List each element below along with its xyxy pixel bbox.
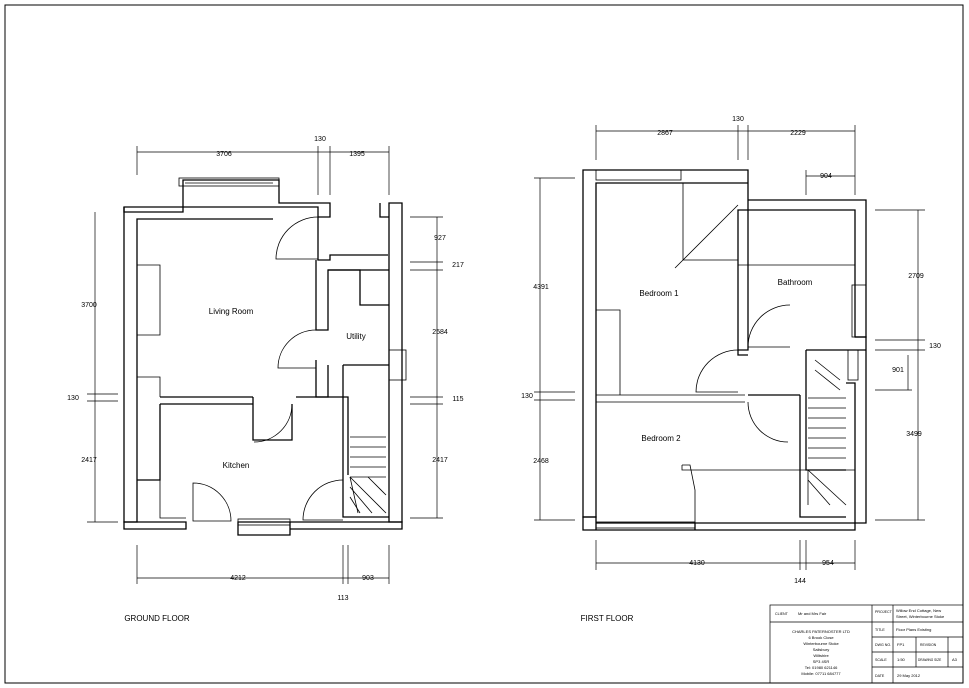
ground-right-window xyxy=(388,349,407,381)
first-dim-left-upper: 4391 xyxy=(533,284,549,291)
room-label-kitchen: Kitchen xyxy=(223,461,250,470)
first-stepped-wall xyxy=(596,309,745,403)
first-stairs xyxy=(807,359,847,506)
first-dim-bottom-mid: 144 xyxy=(794,578,806,585)
ground-outer-wall xyxy=(123,179,331,218)
first-dim-right-c: 901 xyxy=(892,367,904,374)
ground-dim-bottom-right: 903 xyxy=(362,575,374,582)
first-bottom-window xyxy=(595,521,696,529)
ground-dim-left-upper: 3700 xyxy=(81,302,97,309)
tb-size-value: A3 xyxy=(952,657,958,662)
first-top-window xyxy=(595,169,682,181)
tb-company-line: SP3 4SR xyxy=(813,659,830,664)
room-label-utility: Utility xyxy=(346,332,366,341)
tb-company-line: Winterbourne Stoke xyxy=(803,641,839,646)
ground-dim-left-lower: 2417 xyxy=(81,457,97,464)
tb-company-line: Salisbury xyxy=(813,647,829,652)
tb-date-value: 29 May 2012 xyxy=(897,673,921,678)
tb-project-line2: Street, Winterbourne Stoke xyxy=(896,614,945,619)
tb-scale-value: 1:50 xyxy=(897,657,906,662)
ground-bottom-wall xyxy=(123,521,403,536)
first-outer-walls xyxy=(582,169,867,518)
first-dim-bottom-right: 954 xyxy=(822,560,834,567)
first-dim-top-right: 2229 xyxy=(790,130,806,137)
ground-right-wall xyxy=(379,202,403,523)
tb-client-value: Mr and Mrs Fair xyxy=(798,611,827,616)
first-dim-right-a: 2709 xyxy=(908,273,924,280)
sheet-border xyxy=(4,4,964,684)
first-door-swings xyxy=(695,304,791,443)
tb-project-label: PROJECT xyxy=(875,610,893,614)
room-label-bathroom: Bathroom xyxy=(778,278,813,287)
tb-dwg-label: DWG NO. xyxy=(875,643,891,647)
ground-internal-walls xyxy=(137,396,349,481)
ground-bay-window xyxy=(178,177,280,187)
tb-company-line: Wiltshire xyxy=(813,653,829,658)
room-label-bedroom-1: Bedroom 1 xyxy=(639,289,679,298)
tb-company-line: CHARLES PATERNOSTER LTD xyxy=(792,629,850,634)
tb-size-label: DRAWING SIZE xyxy=(918,658,941,662)
first-dim-right-d: 3499 xyxy=(906,431,922,438)
first-dim-top-sub: 904 xyxy=(820,173,832,180)
ground-dim-right-c: 2584 xyxy=(432,329,448,336)
ground-stairs xyxy=(349,436,387,514)
tb-title-label: TITLE xyxy=(875,628,885,632)
ground-dim-bottom-left: 4212 xyxy=(230,575,246,582)
ground-door-swings xyxy=(192,216,344,522)
tb-revision-label: REVISION xyxy=(920,643,937,647)
first-right-window xyxy=(851,284,867,338)
tb-scale-label: SCALE xyxy=(875,658,887,662)
ground-floor-plan: 3706 130 1395 3700 130 2417 927 217 2584… xyxy=(67,136,464,623)
ground-left-wall xyxy=(123,207,273,523)
ground-dim-bottom-mid: 113 xyxy=(337,595,348,602)
room-label-living: Living Room xyxy=(209,307,254,316)
first-dim-top-mid: 130 xyxy=(732,116,744,123)
ground-dim-top-left: 3706 xyxy=(216,151,232,158)
tb-client-label: CLIENT xyxy=(775,612,789,616)
ground-dim-top-right: 1395 xyxy=(349,151,365,158)
ground-dim-top-mid: 130 xyxy=(314,136,326,143)
tb-company-line: Mobile: 07711 684777 xyxy=(801,671,841,676)
first-dim-left-lower: 2468 xyxy=(533,458,549,465)
tb-title-value: Floor Plans Existing xyxy=(896,627,931,632)
ground-dim-right-a: 927 xyxy=(434,235,446,242)
title-block: CLIENT Mr and Mrs Fair PROJECT Willow En… xyxy=(769,604,964,684)
ground-dim-left-mid: 130 xyxy=(67,395,79,402)
first-floor-heading: FIRST FLOOR xyxy=(581,614,634,623)
first-dim-left-mid: 130 xyxy=(521,393,533,400)
ground-dim-right-b: 217 xyxy=(452,262,464,269)
first-dim-top-left: 2867 xyxy=(657,130,673,137)
ground-dimension-lines xyxy=(87,146,443,584)
ground-living-stepped-wall xyxy=(136,264,161,397)
first-dim-bottom-left: 4130 xyxy=(689,560,705,567)
first-dim-right-b: 130 xyxy=(929,343,941,350)
ground-dim-right-e: 2417 xyxy=(432,457,448,464)
tb-dwg-value: FP1 xyxy=(897,642,905,647)
room-label-bedroom-2: Bedroom 2 xyxy=(641,434,681,443)
tb-project-line1: Willow End Cottage, New xyxy=(896,608,941,613)
tb-company-line: Tel: 01980 621146 xyxy=(805,665,838,670)
ground-bottom-window xyxy=(237,518,291,526)
first-floor-plan: 2867 130 2229 904 4391 130 2468 2709 130… xyxy=(521,116,941,623)
tb-date-label: DATE xyxy=(875,674,885,678)
first-dimension-lines xyxy=(534,125,925,570)
ground-dim-right-d: 115 xyxy=(452,396,463,403)
tb-company-line: 6 Brook Close xyxy=(808,635,834,640)
ground-floor-heading: GROUND FLOOR xyxy=(124,614,190,623)
